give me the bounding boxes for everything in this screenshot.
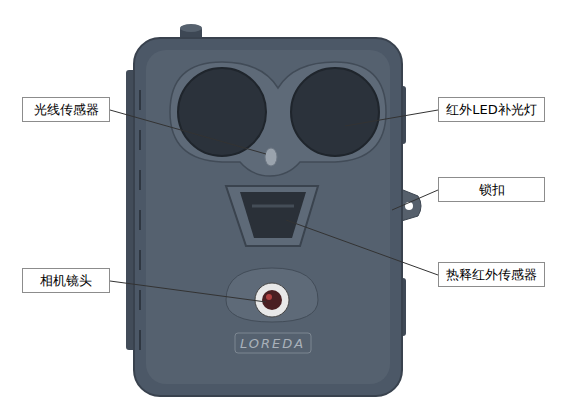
pir-frame [226,186,318,246]
lens-ring [255,283,289,317]
callout-label: 光线传感器 [34,101,99,119]
callout-label: 红外LED补光灯 [446,101,536,119]
pir-detail [252,205,294,208]
ir-led-window [291,68,379,156]
light-sensor [265,148,277,166]
lens [262,290,282,310]
hinge-marks [139,90,141,350]
led-mask [170,62,386,176]
pir-window [240,192,306,238]
logo-plate [235,333,311,353]
callout-box: 热释红外传感器 [438,262,545,287]
lock-hole [405,202,413,210]
callout-label: 锁扣 [479,181,505,199]
callout-label: 热释红外传感器 [446,266,537,284]
callout-box: 光线传感器 [22,97,110,122]
knob-top [180,24,202,32]
lens-glint [266,294,272,300]
callout-box: 锁扣 [438,177,545,202]
ir-led-window [178,68,266,156]
callout-box: 红外LED补光灯 [438,97,545,122]
leader-lines [110,110,438,302]
lens-boss [226,268,318,322]
callout-box: 相机镜头 [22,268,110,293]
front-panel [146,50,390,384]
callout-label: 相机镜头 [40,272,92,290]
brand-logo: LOREDA [240,336,305,351]
camera-body [134,38,402,396]
